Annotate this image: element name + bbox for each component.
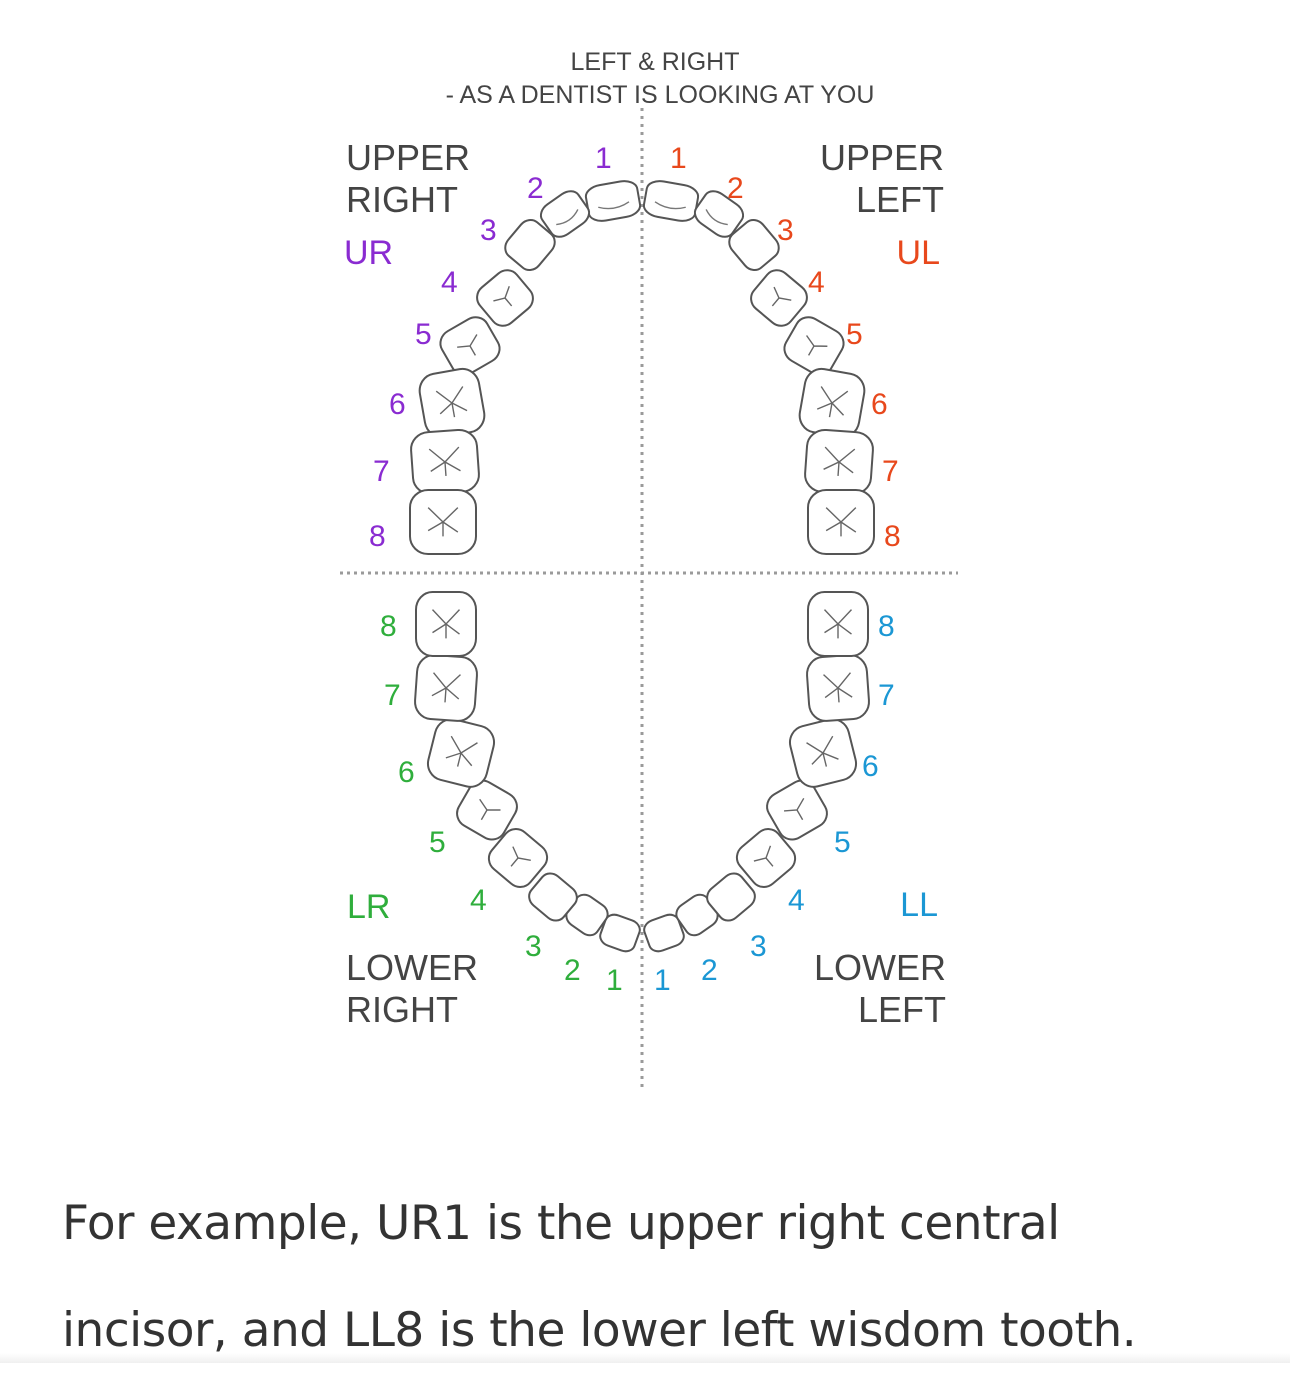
tooth-number-lr5: 5 bbox=[429, 826, 446, 859]
tooth-ll6 bbox=[788, 718, 858, 788]
lower-right-name-line-1: LOWER bbox=[346, 947, 478, 988]
upper-left-name-line-1: UPPER bbox=[820, 137, 944, 178]
tooth-ur6 bbox=[418, 367, 486, 439]
tooth-lr8 bbox=[415, 591, 477, 657]
tooth-number-ul1: 1 bbox=[670, 142, 687, 175]
upper-left-numbers: 1 2 3 4 5 6 7 8 bbox=[670, 142, 901, 553]
tooth-number-ll2: 2 bbox=[701, 954, 718, 987]
tooth-number-lr7: 7 bbox=[384, 679, 401, 712]
caption: For example, UR1 is the upper right cent… bbox=[62, 1170, 1242, 1384]
tooth-ll5 bbox=[766, 779, 828, 841]
tooth-number-ul2: 2 bbox=[727, 172, 744, 205]
tooth-number-ll6: 6 bbox=[862, 750, 879, 783]
tooth-ul5 bbox=[783, 316, 845, 376]
tooth-number-ll8: 8 bbox=[878, 610, 895, 643]
tooth-number-ll3: 3 bbox=[750, 930, 767, 963]
upper-left-name-line-2: LEFT bbox=[856, 179, 944, 220]
lower-left-name-line-1: LOWER bbox=[814, 947, 946, 988]
tooth-number-ur1: 1 bbox=[595, 142, 612, 175]
upper-arch bbox=[409, 180, 875, 555]
tooth-number-lr1: 1 bbox=[606, 964, 623, 997]
lower-left-numbers: 1 2 3 4 5 6 7 8 bbox=[654, 610, 895, 997]
tooth-ur2 bbox=[539, 190, 591, 238]
tooth-number-lr6: 6 bbox=[398, 756, 415, 789]
tooth-ul3 bbox=[728, 218, 780, 272]
tooth-ul4 bbox=[750, 269, 808, 327]
tooth-number-ur8: 8 bbox=[369, 520, 386, 553]
upper-right-name-line-1: UPPER bbox=[346, 137, 470, 178]
tooth-lr6 bbox=[426, 718, 496, 788]
tooth-number-ll5: 5 bbox=[834, 826, 851, 859]
tooth-ll8 bbox=[807, 591, 869, 657]
dental-chart: LEFT & RIGHT - AS A DENTIST IS LOOKING A… bbox=[340, 48, 958, 1088]
tooth-ll4 bbox=[735, 828, 797, 888]
upper-right-numbers: 1 2 3 4 5 6 7 8 bbox=[369, 142, 612, 553]
lower-left-code: LL bbox=[900, 886, 938, 924]
tooth-ur1 bbox=[584, 180, 642, 222]
tooth-lr1 bbox=[599, 913, 641, 953]
tooth-number-ul7: 7 bbox=[882, 455, 899, 488]
tooth-number-ll7: 7 bbox=[878, 679, 895, 712]
tooth-number-ul5: 5 bbox=[846, 318, 863, 351]
tooth-ur4 bbox=[476, 269, 534, 327]
tooth-ur8 bbox=[409, 489, 477, 555]
header-line-2: - AS A DENTIST IS LOOKING AT YOU bbox=[446, 81, 875, 109]
tooth-number-ur3: 3 bbox=[480, 214, 497, 247]
tooth-number-lr3: 3 bbox=[525, 930, 542, 963]
tooth-ll7 bbox=[806, 654, 870, 722]
tooth-lr7 bbox=[414, 654, 478, 722]
bottom-divider bbox=[0, 1353, 1290, 1363]
tooth-ur7 bbox=[410, 428, 480, 496]
caption-line-1: For example, UR1 is the upper right cent… bbox=[62, 1196, 1060, 1251]
header-line-1: LEFT & RIGHT bbox=[570, 48, 739, 76]
tooth-ul2 bbox=[693, 190, 745, 238]
tooth-number-ul6: 6 bbox=[871, 388, 888, 421]
tooth-number-ul4: 4 bbox=[808, 266, 825, 299]
tooth-number-ul3: 3 bbox=[777, 214, 794, 247]
tooth-lr4 bbox=[487, 828, 549, 888]
tooth-ll3 bbox=[706, 872, 756, 922]
tooth-number-lr4: 4 bbox=[470, 884, 487, 917]
tooth-number-ur5: 5 bbox=[415, 318, 432, 351]
tooth-number-ur7: 7 bbox=[373, 455, 390, 488]
tooth-ul1 bbox=[642, 180, 700, 222]
lower-arch bbox=[414, 591, 870, 953]
tooth-ur5 bbox=[439, 316, 501, 376]
lower-right-name-line-2: RIGHT bbox=[346, 989, 458, 1030]
tooth-lr5 bbox=[456, 779, 518, 841]
upper-right-code: UR bbox=[344, 234, 393, 272]
lower-right-numbers: 1 2 3 4 5 6 7 8 bbox=[380, 610, 623, 997]
tooth-ur3 bbox=[504, 218, 556, 272]
tooth-number-ur2: 2 bbox=[527, 172, 544, 205]
tooth-lr3 bbox=[528, 872, 578, 922]
tooth-number-ll4: 4 bbox=[788, 884, 805, 917]
lower-left-name-line-2: LEFT bbox=[858, 989, 946, 1030]
tooth-ll1 bbox=[643, 913, 685, 953]
upper-right-name-line-2: RIGHT bbox=[346, 179, 458, 220]
tooth-number-ur4: 4 bbox=[441, 266, 458, 299]
tooth-ul8 bbox=[807, 489, 875, 555]
tooth-number-ll1: 1 bbox=[654, 964, 671, 997]
tooth-ul7 bbox=[804, 428, 874, 496]
tooth-number-lr2: 2 bbox=[564, 954, 581, 987]
caption-line-2: incisor, and LL8 is the lower left wisdo… bbox=[62, 1303, 1137, 1358]
tooth-ul6 bbox=[798, 367, 866, 439]
tooth-number-lr8: 8 bbox=[380, 610, 397, 643]
tooth-number-ur6: 6 bbox=[389, 388, 406, 421]
upper-left-code: UL bbox=[897, 234, 940, 272]
lower-right-code: LR bbox=[347, 888, 390, 926]
tooth-number-ul8: 8 bbox=[884, 520, 901, 553]
